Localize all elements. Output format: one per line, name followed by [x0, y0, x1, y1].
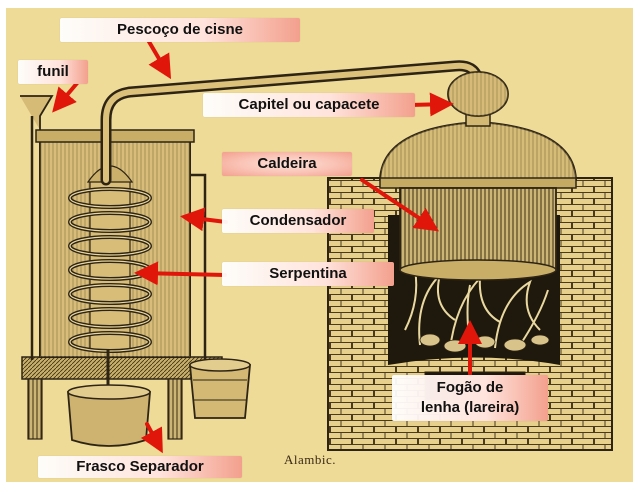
- label-funil: funil: [18, 60, 88, 84]
- label-condensador: Condensador: [222, 209, 374, 233]
- label-fogao-line-2: lenha (lareira): [398, 398, 542, 418]
- caption-alambic: Alambic.: [284, 452, 336, 468]
- label-serpentina: Serpentina: [222, 262, 394, 286]
- label-fogao-de-lenha: Fogão de lenha (lareira): [392, 375, 548, 421]
- label-caldeira: Caldeira: [222, 152, 352, 176]
- arrow-serpentina: [140, 273, 225, 275]
- arrow-capitel: [410, 104, 448, 105]
- label-pescoco-de-cisne: Pescoço de cisne: [60, 18, 300, 42]
- label-capitel-ou-capacete: Capitel ou capacete: [203, 93, 415, 117]
- label-frasco-separador: Frasco Separador: [38, 456, 242, 478]
- label-fogao-line-1: Fogão de: [398, 378, 542, 398]
